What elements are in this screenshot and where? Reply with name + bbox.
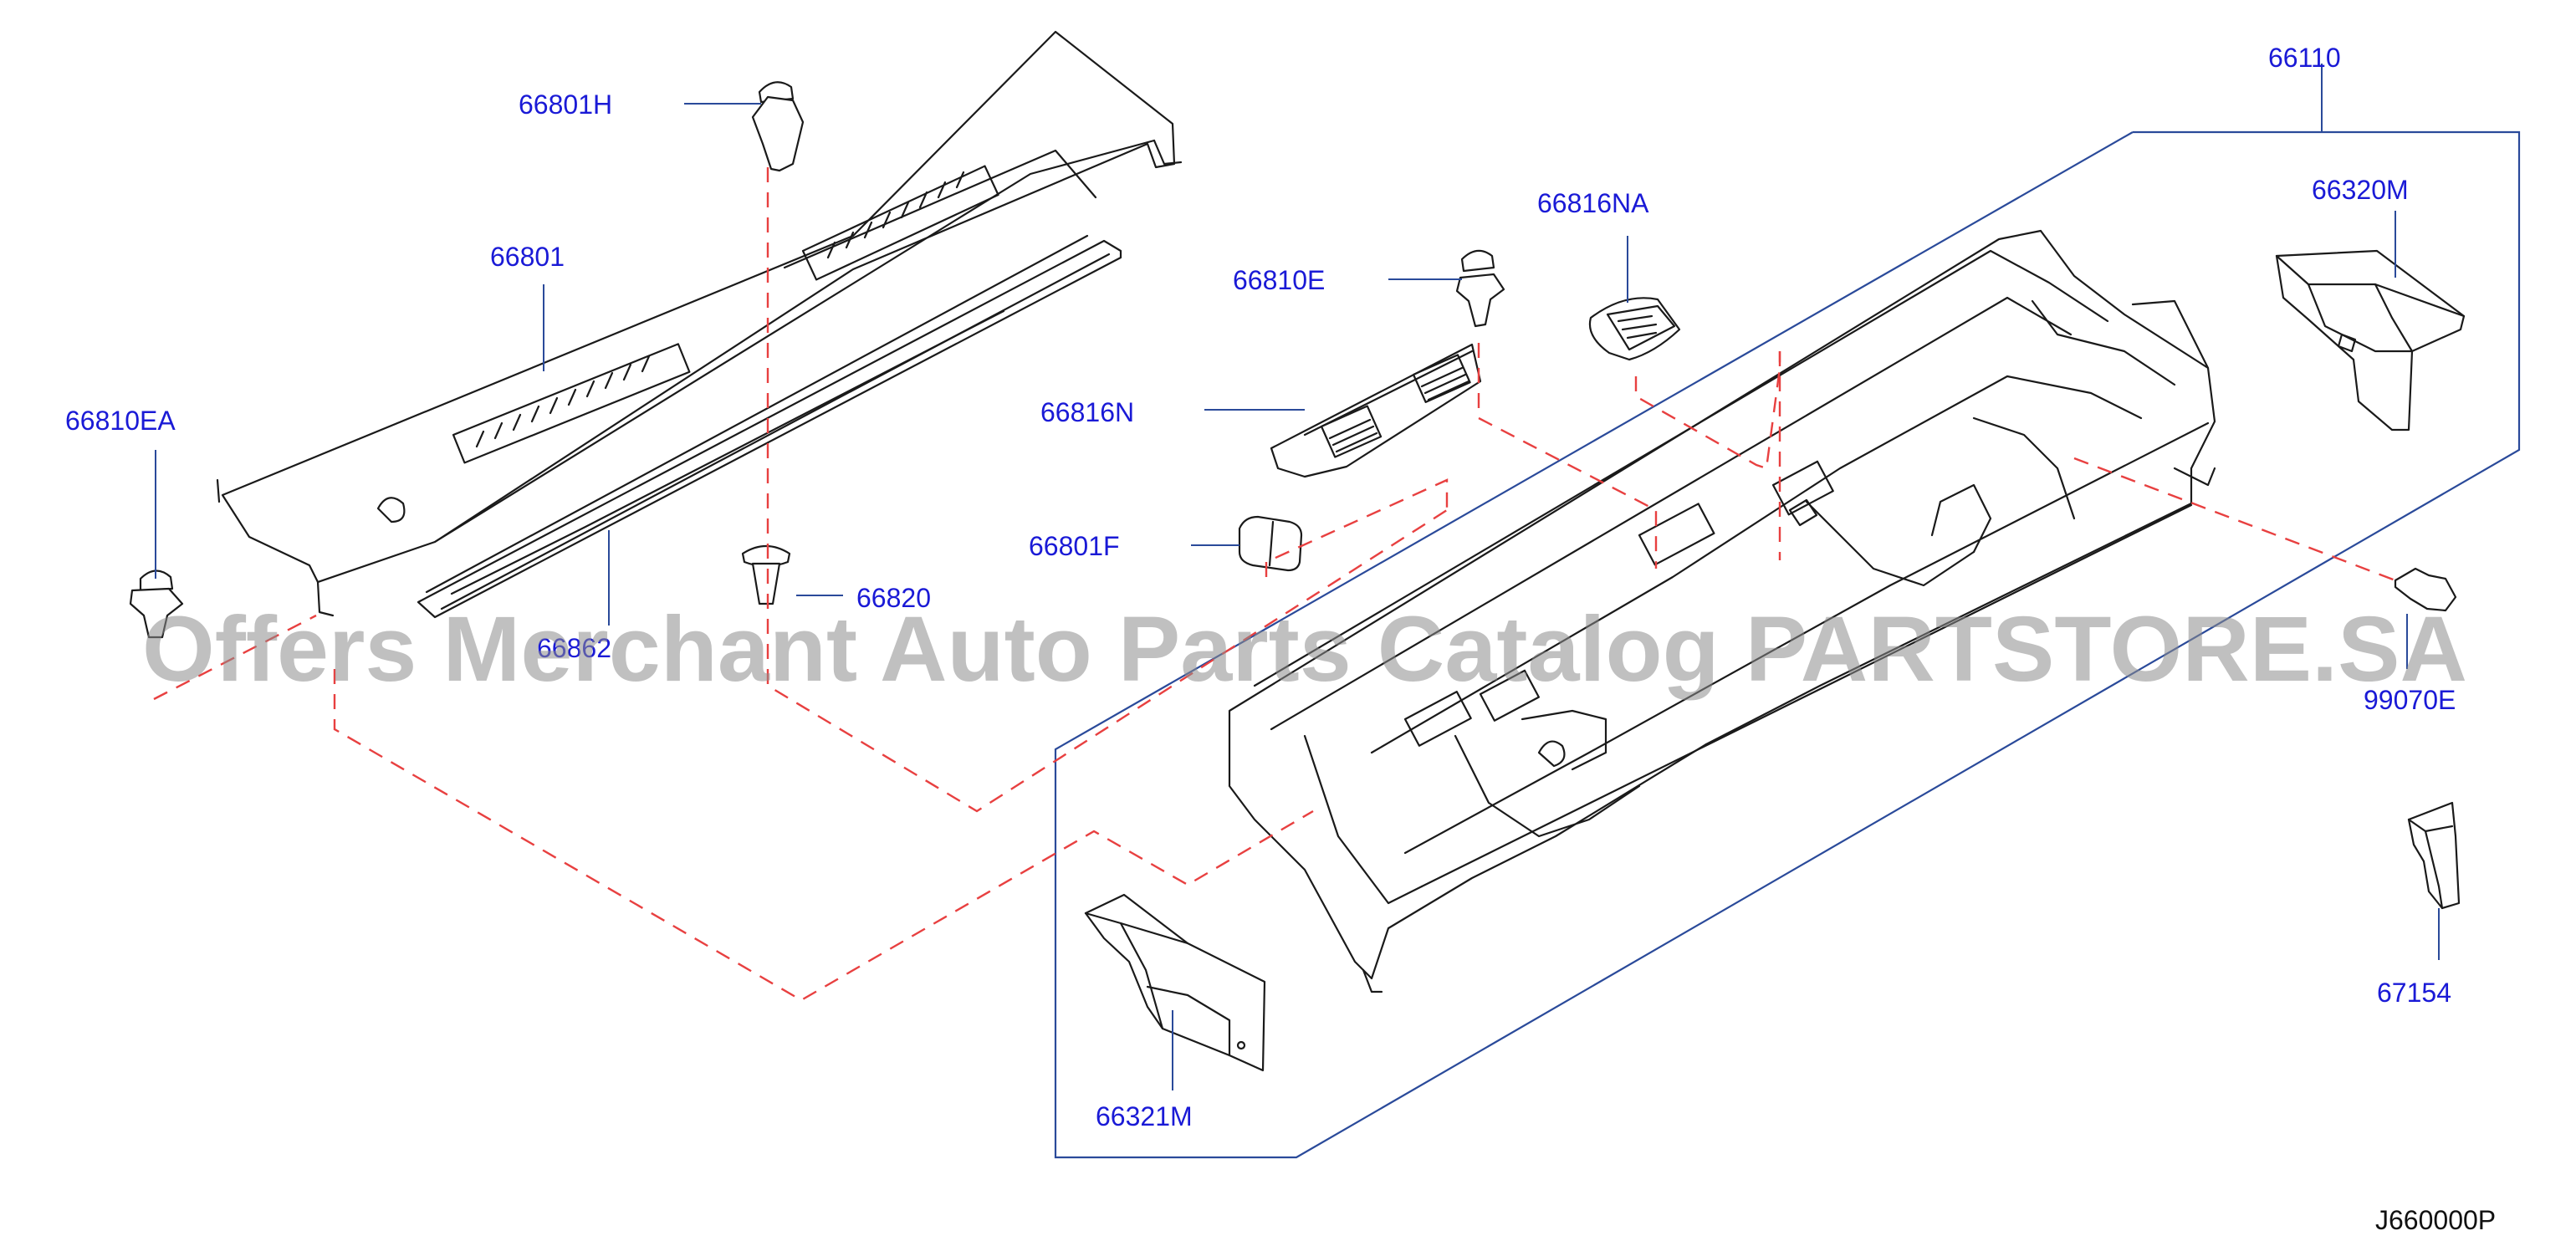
label-66801H: 66801H (519, 89, 612, 120)
label-66810E: 66810E (1233, 265, 1325, 295)
label-99070E: 99070E (2364, 685, 2456, 715)
part-labels: 66110 66801H 66801 66810EA 66862 66820 6… (65, 43, 2456, 1131)
label-66320M: 66320M (2312, 175, 2409, 205)
label-66862: 66862 (537, 633, 611, 663)
label-66810EA: 66810EA (65, 406, 176, 436)
label-66801: 66801 (490, 242, 565, 272)
cowl-top-panel-icon (216, 30, 1183, 617)
bracket-icon (2275, 249, 2466, 432)
push-clip-icon (129, 81, 2457, 639)
label-66110: 66110 (2268, 43, 2341, 73)
assembly-hidden-lines (153, 167, 2396, 1002)
watermark: Offers Merchant Auto Parts Catalog PARTS… (142, 598, 2467, 701)
leader-lines (155, 103, 2440, 1090)
assembly-frame-66110 (1054, 64, 2521, 1159)
label-66816N: 66816N (1040, 397, 1134, 427)
push-clip-icon (1238, 515, 1303, 572)
cowl-seal-strip-icon (417, 234, 1122, 619)
label-66820: 66820 (856, 583, 931, 613)
diagram-code: J660000P (2375, 1205, 2496, 1235)
label-66321M: 66321M (1096, 1101, 1193, 1131)
label-66801F: 66801F (1029, 531, 1120, 561)
cowl-grille-icon (1270, 343, 1482, 478)
bracket-icon (2407, 801, 2461, 910)
bracket-icon (1084, 893, 1266, 1072)
cowl-grille-icon (1588, 297, 1681, 361)
dash-panel-assembly-icon (1228, 229, 2216, 993)
label-66816NA: 66816NA (1537, 188, 1649, 218)
label-67154: 67154 (2377, 978, 2451, 1008)
